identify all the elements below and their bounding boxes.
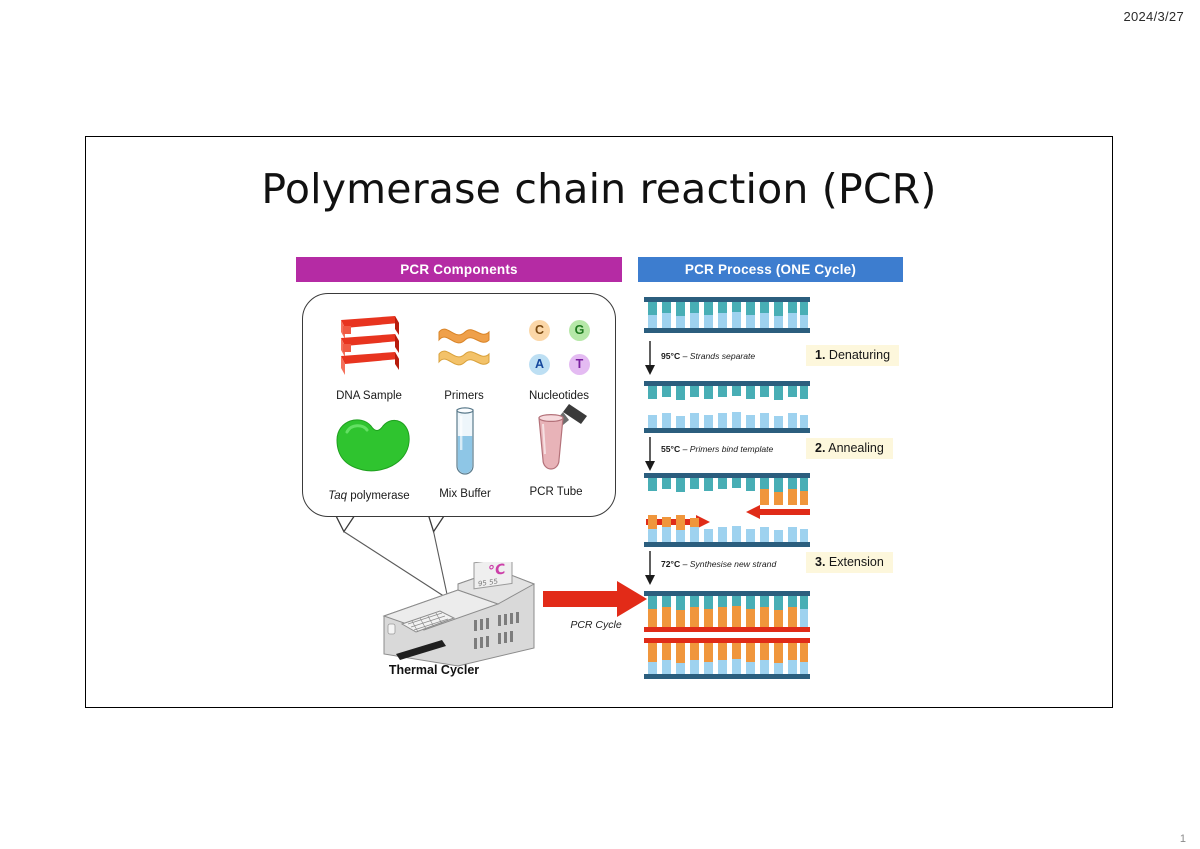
step-3-down-arrow-icon [645, 551, 655, 585]
step-3-name: Extension [828, 555, 884, 569]
component-nucleotides: C G A T Nucleotides [509, 310, 609, 406]
component-label-italic: Taq [328, 490, 348, 502]
step-3-temperature: 72°C [661, 559, 681, 569]
step-3-condition-text: – Synthesise new strand [680, 559, 777, 569]
pcr-cycle-arrow-icon [543, 581, 647, 617]
step-2-name: Annealing [828, 441, 884, 455]
dna-two-new-duplexes [644, 591, 810, 679]
thermal-cycler-label: Thermal Cycler [388, 663, 480, 677]
step-1-number: 1. [815, 348, 826, 362]
dna-helix-icon [341, 316, 399, 375]
nucleotide-C: C [529, 320, 550, 341]
slide-frame: Polymerase chain reaction (PCR) PCR Comp… [85, 136, 1113, 708]
step-1-condition-text: – Strands separate [680, 351, 756, 361]
thermal-cycler-icon: °C 95 55 [382, 562, 536, 667]
page-date: 2024/3/27 [1123, 9, 1184, 24]
step-2-number: 2. [815, 441, 826, 455]
test-tube-icon [456, 407, 474, 475]
step-1-condition: 95°C – Strands separate [661, 351, 755, 361]
svg-text:95 55: 95 55 [478, 576, 498, 588]
svg-text:°C: °C [488, 562, 505, 580]
step-2-badge: 2. Annealing [806, 438, 893, 459]
component-label: Primers [444, 390, 484, 402]
component-mix-buffer: Mix Buffer [425, 406, 505, 506]
component-label-rest: polymerase [347, 490, 410, 502]
pcr-components-banner: PCR Components [296, 257, 622, 282]
step-1-name: Denaturing [828, 348, 891, 362]
primer-strands-icon [438, 328, 490, 366]
step-2-temperature: 55°C [661, 444, 681, 454]
pcr-tube-icon [538, 404, 587, 470]
page-number: 1 [1179, 833, 1186, 845]
step-2-condition: 55°C – Primers bind template [661, 444, 773, 454]
component-label: Nucleotides [528, 390, 590, 402]
component-taq-polymerase: Taq polymerase [317, 410, 421, 506]
page-title: Polymerase chain reaction (PCR) [261, 165, 937, 213]
step-3-number: 3. [815, 555, 826, 569]
step-2-down-arrow-icon [645, 437, 655, 471]
step-3-badge: 3. Extension [806, 552, 893, 573]
dna-strands-separated [644, 381, 810, 433]
component-label: Taq polymerase [328, 490, 409, 502]
pcr-components-box: DNA Sample Primers C G A T Nucleotides [302, 293, 616, 517]
component-label: PCR Tube [529, 486, 583, 498]
pcr-process-banner: PCR Process (ONE Cycle) [638, 257, 903, 282]
component-dna-sample: DNA Sample [321, 310, 417, 406]
nucleotide-T: T [569, 354, 590, 375]
pcr-cycle-label: PCR Cycle [570, 619, 622, 631]
component-primers: Primers [421, 310, 507, 406]
thermal-cycler-illustration: °C 95 55 [366, 562, 556, 677]
nucleotide-A: A [529, 354, 550, 375]
step-1-badge: 1. Denaturing [806, 345, 900, 366]
component-pcr-tube: PCR Tube [509, 402, 603, 506]
nucleotide-G: G [569, 320, 590, 341]
step-1-temperature: 95°C [661, 351, 681, 361]
step-3-condition: 72°C – Synthesise new strand [661, 559, 776, 569]
enzyme-blob-icon [336, 419, 410, 472]
step-2-condition-text: – Primers bind template [680, 444, 774, 454]
component-label: Mix Buffer [439, 488, 491, 500]
dna-duplex-intact [644, 297, 810, 333]
dna-primers-annealed [644, 473, 810, 547]
component-label: DNA Sample [336, 390, 402, 402]
step-1-down-arrow-icon [645, 341, 655, 375]
